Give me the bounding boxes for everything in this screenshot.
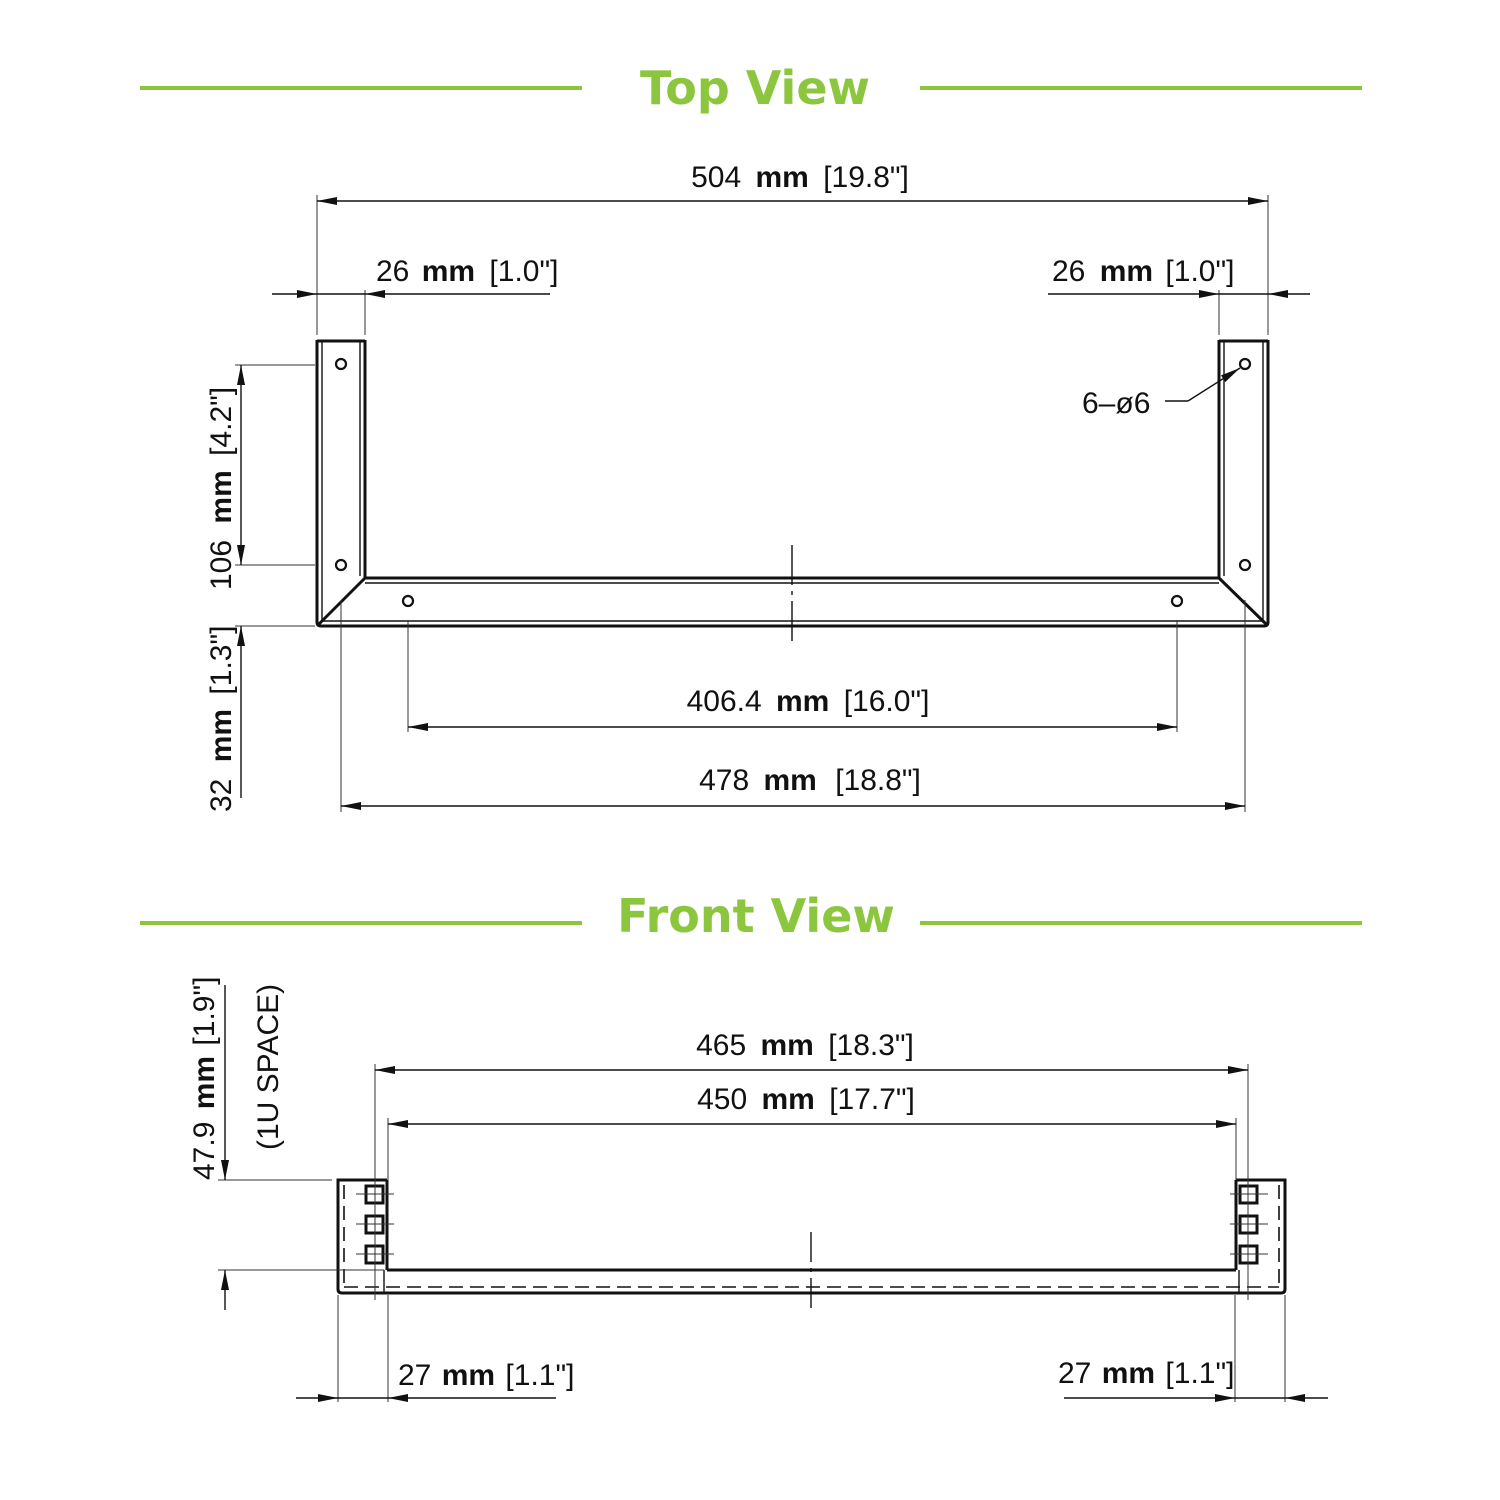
dim-depth: 106 mm [4.2"] (205, 364, 315, 627)
dim-value: 465 (696, 1029, 746, 1062)
dim-inch: [18.3"] (828, 1029, 914, 1062)
svg-text:465 mm [18.3"]: 465 mm [18.3"] (696, 1029, 914, 1062)
dim-unit: mm (205, 470, 238, 523)
mount-hole (1170, 594, 1184, 608)
dim-unit: mm (422, 255, 475, 288)
top-view-title: Top View (640, 61, 870, 115)
hole-callout: 6–ø6 (1082, 367, 1241, 420)
dim-value: 47.9 (188, 1122, 221, 1180)
dim-inner-width: 478 mm [18.8"] (340, 600, 1246, 812)
height-note: (1U SPACE) (252, 984, 285, 1150)
dim-inch: [4.2"] (205, 387, 238, 456)
dim-inch: [1.1"] (505, 1359, 574, 1392)
dim-unit: mm (442, 1359, 495, 1392)
mount-hole (401, 594, 415, 608)
dim-inch: [16.0"] (844, 685, 930, 718)
svg-text:406.4 mm [16.0"]: 406.4 mm [16.0"] (687, 685, 930, 718)
svg-text:26 mm [1.0"]: 26 mm [1.0"] (1052, 255, 1234, 288)
dim-unit: mm (763, 764, 816, 797)
dim-overall-width: 504 mm [19.8"] (316, 161, 1269, 335)
dim-hole-spacing: 406.4 mm [16.0"] (407, 620, 1178, 732)
dim-inner-span: 450 mm [17.7"] (387, 1083, 1237, 1180)
dim-inch: [1.0"] (489, 255, 558, 288)
dim-value: 106 (205, 540, 238, 590)
dim-value: 504 (691, 161, 741, 194)
dim-value: 478 (699, 764, 749, 797)
dim-inch: [1.1"] (1165, 1357, 1234, 1390)
dim-unit: mm (1102, 1357, 1155, 1390)
top-view-header: Top View (140, 61, 1362, 115)
front-view-header: Front View (140, 889, 1362, 943)
dim-inch: [1.3"] (205, 626, 238, 695)
dim-inch: [17.7"] (829, 1083, 915, 1116)
dim-unit: mm (188, 1056, 221, 1109)
dim-inch: [1.9"] (188, 977, 221, 1046)
dim-value: 27 (398, 1359, 431, 1392)
svg-text:504 mm [19.8"]: 504 mm [19.8"] (691, 161, 909, 194)
dim-unit: mm (1100, 255, 1153, 288)
front-view-bracket (336, 1178, 1287, 1312)
front-view-title: Front View (617, 889, 895, 943)
svg-text:32 mm [1.3"]: 32 mm [1.3"] (205, 626, 238, 812)
dim-unit: mm (205, 709, 238, 762)
dim-offset: 32 mm [1.3"] (205, 626, 245, 812)
top-view-bracket (315, 339, 1270, 645)
dim-value: 26 (376, 255, 409, 288)
dim-value: 27 (1058, 1357, 1091, 1390)
svg-text:450 mm [17.7"]: 450 mm [17.7"] (697, 1083, 915, 1116)
svg-text:27 mm [1.1"]: 27 mm [1.1"] (1058, 1357, 1234, 1390)
mount-hole (334, 558, 348, 572)
dim-right-ear: 27 mm [1.1"] (1058, 1295, 1328, 1402)
dim-value: 406.4 (687, 685, 762, 718)
dim-value: 26 (1052, 255, 1085, 288)
dim-inch: [19.8"] (823, 161, 909, 194)
svg-text:27 mm [1.1"]: 27 mm [1.1"] (398, 1359, 574, 1392)
dim-unit: mm (760, 1029, 813, 1062)
dim-unit: mm (755, 161, 808, 194)
dim-left-flange: 26 mm [1.0"] (272, 255, 558, 335)
dim-value: 450 (697, 1083, 747, 1116)
mount-hole (1238, 558, 1252, 572)
dim-value: 32 (205, 779, 238, 812)
dim-inch: [18.8"] (835, 764, 921, 797)
mount-hole (334, 357, 348, 371)
svg-text:26 mm [1.0"]: 26 mm [1.0"] (376, 255, 558, 288)
dim-right-flange: 26 mm [1.0"] (1048, 255, 1310, 335)
hole-callout-text: 6–ø6 (1082, 387, 1150, 420)
dim-height: 47.9 mm [1.9"] (1U SPACE) (188, 977, 384, 1310)
dim-unit: mm (776, 685, 829, 718)
dim-inch: [1.0"] (1165, 255, 1234, 288)
dim-left-ear: 27 mm [1.1"] (296, 1295, 574, 1402)
dim-outer-span: 465 mm [18.3"] (374, 1029, 1249, 1300)
dim-unit: mm (761, 1083, 814, 1116)
svg-text:478 mm [18.8"]: 478 mm [18.8"] (699, 764, 921, 797)
svg-text:47.9 mm [1.9"]: 47.9 mm [1.9"] (188, 977, 221, 1180)
mount-hole (1238, 357, 1252, 371)
svg-text:106 mm [4.2"]: 106 mm [4.2"] (205, 387, 238, 590)
